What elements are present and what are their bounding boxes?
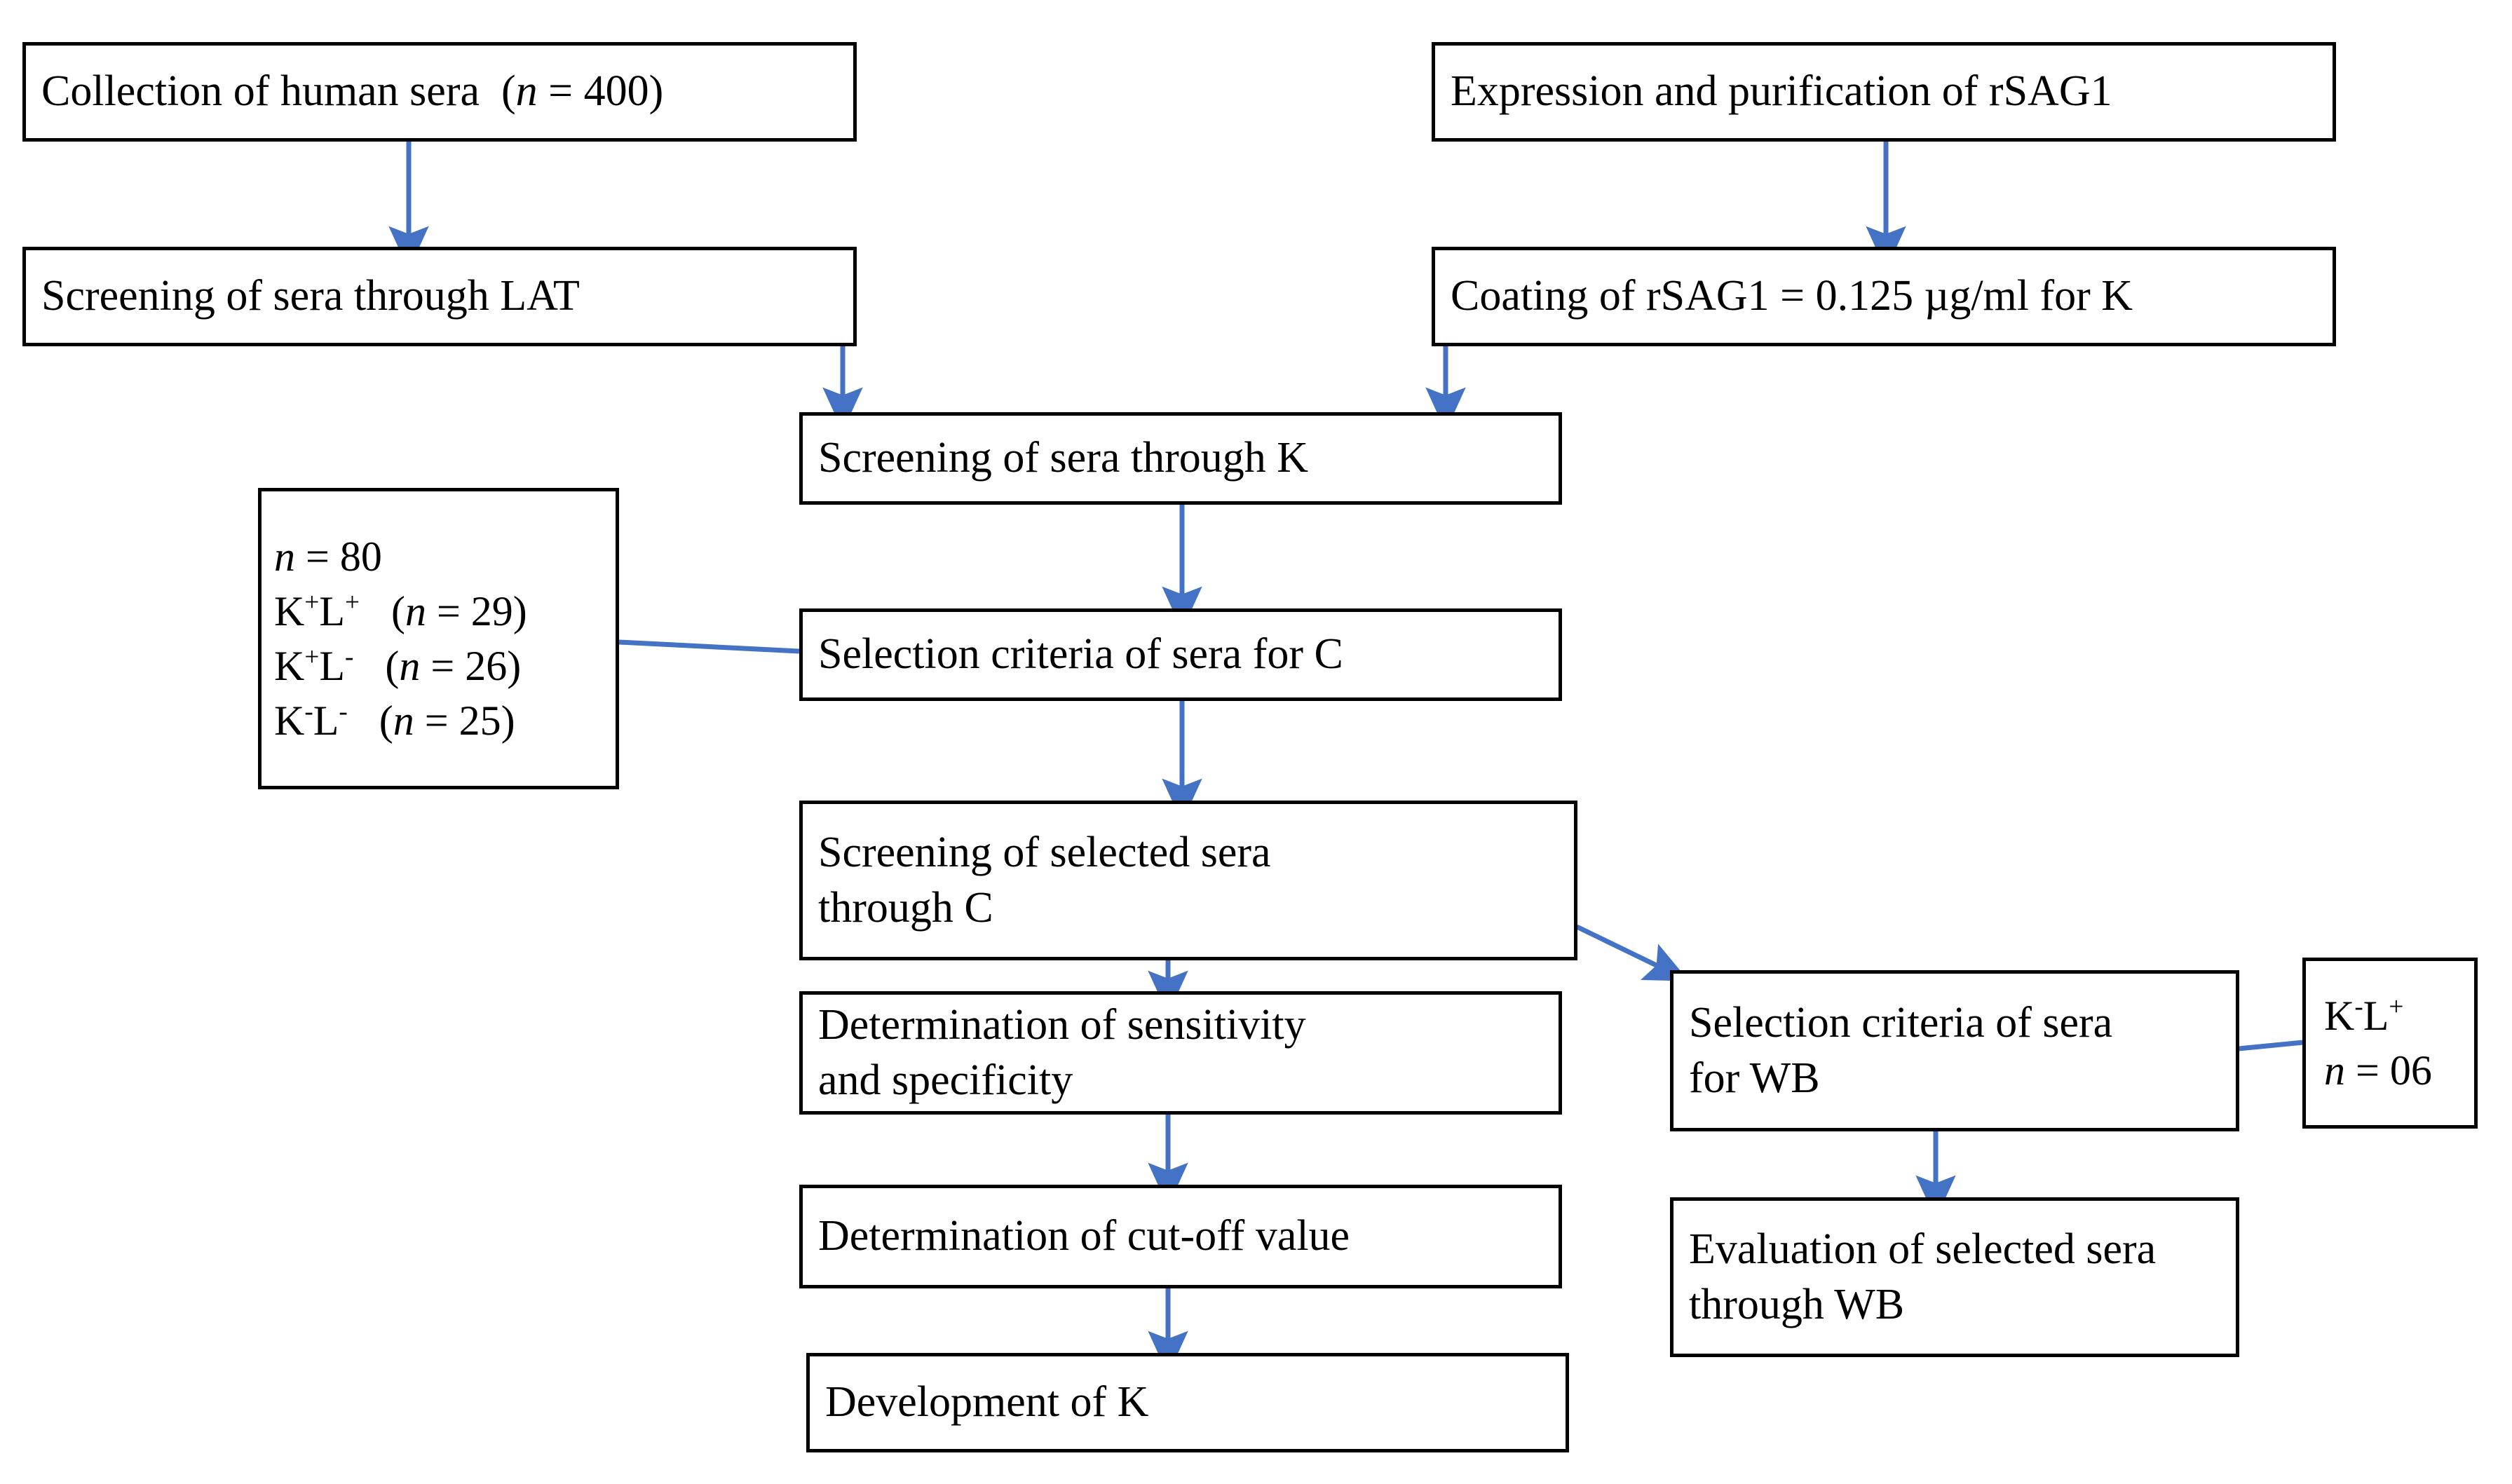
node-evaluation-of-selected-sera-through-wb[interactable]: Evaluation of selected sera through WB xyxy=(1670,1197,2239,1357)
note-wb-selection[interactable]: K-L+ n = 06 xyxy=(2302,958,2478,1129)
node-label: Evaluation of selected sera through WB xyxy=(1689,1225,2157,1328)
node-expression-and-purification-of-rsag1[interactable]: Expression and purification of rSAG1 xyxy=(1432,42,2336,142)
node-label: Development of K xyxy=(825,1378,1149,1427)
connector-lat-note-to-selection-c xyxy=(618,639,800,654)
node-label: Determination of sensitivity and specifi… xyxy=(818,1000,1306,1104)
node-label: Expression and purification of rSAG1 xyxy=(1451,67,2112,116)
connector-wb-note-to-selection-wb xyxy=(2238,1040,2304,1051)
note-wb-group: K-L+ xyxy=(2324,993,2404,1039)
node-screening-of-sera-through-k[interactable]: Screening of sera through K xyxy=(799,412,1562,505)
edge-screening-selected-to-selection-wb xyxy=(1575,924,1690,981)
note-lat-breakdown[interactable]: n = 2980 K+L+ (n = 29) K+L- (n = 26) K-L… xyxy=(258,488,619,789)
node-collection-of-human-sera[interactable]: Collection of human sera (n = 400) xyxy=(22,42,857,142)
node-determination-of-sensitivity-and-specificity[interactable]: Determination of sensitivity and specifi… xyxy=(799,991,1562,1115)
note-row-kplus-lminus: K+L- (n = 26) xyxy=(274,643,522,689)
node-selection-criteria-of-sera-for-c[interactable]: Selection criteria of sera for C xyxy=(799,608,1562,701)
node-label: Collection of human sera (n = 400) xyxy=(41,67,664,116)
note-wb-count: n = 06 xyxy=(2324,1047,2432,1094)
node-selection-criteria-of-sera-for-wb[interactable]: Selection criteria of sera for WB xyxy=(1670,970,2239,1131)
node-screening-of-sera-through-lat[interactable]: Screening of sera through LAT xyxy=(22,247,857,346)
node-label: Coating of rSAG1 = 0.125 µg/ml for K xyxy=(1451,272,2133,320)
node-label: Determination of cut-off value xyxy=(818,1212,1350,1260)
node-coating-of-rsag1[interactable]: Coating of rSAG1 = 0.125 µg/ml for K xyxy=(1432,247,2336,346)
node-label: Screening of sera through LAT xyxy=(41,272,580,320)
node-label: Selection criteria of sera for WB xyxy=(1689,998,2113,1102)
note-row-kminus-lminus: K-L- (n = 25) xyxy=(274,697,515,744)
note-total-line: n = 2980 xyxy=(274,533,382,580)
node-label: Selection criteria of sera for C xyxy=(818,630,1343,679)
node-label: Screening of selected sera through C xyxy=(818,828,1271,932)
node-determination-of-cut-off-value[interactable]: Determination of cut-off value xyxy=(799,1185,1562,1288)
note-row-kplus-lplus: K+L+ (n = 29) xyxy=(274,588,527,634)
node-screening-of-selected-sera-through-c[interactable]: Screening of selected sera through C xyxy=(799,801,1577,960)
node-label: Screening of sera through K xyxy=(818,434,1309,482)
node-development-of-k[interactable]: Development of K xyxy=(806,1353,1569,1452)
